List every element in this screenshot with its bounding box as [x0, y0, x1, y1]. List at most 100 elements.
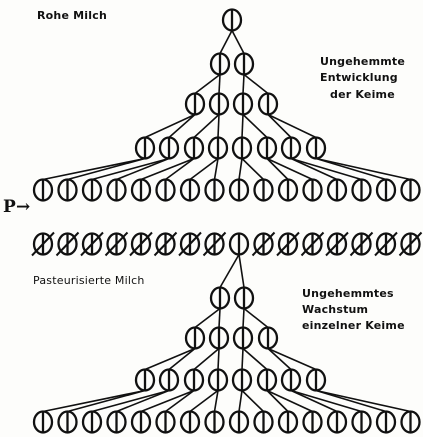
division-line [242, 308, 245, 328]
label-raw-milk: Rohe Milch [37, 9, 107, 22]
bacterium-cell [130, 410, 152, 434]
bacterium-cell [183, 136, 205, 160]
killed-bacterium-cell [104, 231, 129, 257]
bacterium-cell [57, 178, 78, 202]
division-line [42, 157, 146, 181]
killed-bacterium-cell [325, 231, 349, 257]
division-line [42, 389, 146, 413]
bacterium-cell [208, 326, 230, 350]
division-line [144, 347, 196, 371]
bacterium-cell [375, 410, 397, 434]
division-line [116, 157, 170, 181]
bacterium-cell [106, 410, 127, 434]
bacterium-cell [228, 410, 250, 434]
label-uninhibited-growth-1: Ungehemmtes [302, 287, 394, 300]
division-line [116, 389, 170, 413]
division-line [140, 389, 195, 413]
killed-bacterium-cell [374, 231, 398, 257]
bacterium-cell [207, 368, 229, 392]
division-line [242, 74, 245, 94]
division-line [218, 308, 221, 328]
division-line [219, 254, 240, 288]
label-pasteurized-milk: Pasteurisierte Milch [33, 274, 145, 287]
division-line [218, 74, 221, 94]
bacterium-cell [204, 178, 225, 202]
bacterium-cell [233, 52, 255, 76]
bacterium-cell [326, 178, 348, 202]
bacterium-cell [134, 368, 156, 392]
division-line [315, 157, 411, 181]
killed-bacterium-cell [251, 231, 276, 257]
division-line [315, 389, 387, 413]
division-line [165, 157, 195, 181]
division-line [165, 389, 195, 413]
bacterium-cell [183, 368, 205, 392]
bacterium-cell [81, 178, 103, 202]
division-line [189, 389, 219, 413]
bacterium-cell [256, 368, 278, 392]
bacterium-cell [155, 410, 176, 434]
division-line [67, 389, 146, 413]
bacterium-cell [277, 410, 299, 434]
division-line [267, 347, 292, 371]
bacterium-cell [280, 368, 302, 392]
division-line [144, 113, 196, 139]
division-line [219, 30, 233, 54]
division-line [290, 389, 338, 413]
killed-bacterium-cell [153, 231, 178, 257]
division-line [193, 113, 220, 139]
division-line [238, 390, 243, 412]
bacterium-cell [253, 410, 274, 434]
division-line [217, 114, 220, 138]
killed-bacterium-cell [178, 231, 202, 257]
bacterium-cell [209, 286, 231, 310]
bacterium-cell [400, 410, 421, 434]
bacterium-cell [280, 136, 302, 160]
division-line [168, 113, 196, 139]
killed-bacterium-cell [300, 231, 325, 257]
bacterium-cell [158, 136, 180, 160]
division-line [91, 157, 170, 181]
killed-bacterium-cell [276, 231, 300, 257]
bacterium-cell [179, 410, 201, 434]
bacterium-cell [326, 410, 348, 434]
label-uninhibited-development-1: Ungehemmte [320, 55, 406, 68]
bacterium-cell [233, 286, 255, 310]
division-line [241, 157, 265, 181]
bacterium-cell [351, 178, 372, 202]
killed-bacterium-cell [31, 231, 55, 257]
bacterium-cell [155, 178, 176, 202]
division-line [231, 30, 245, 54]
division-line [290, 389, 362, 413]
killed-bacterium-cell [398, 231, 423, 257]
bacterium-cell [256, 136, 278, 160]
division-line [168, 347, 196, 371]
bacterium-cell [158, 368, 180, 392]
label-uninhibited-growth-3: einzelner Keime [302, 319, 405, 332]
bacterium-cell [351, 410, 372, 434]
bacterium-cell [257, 326, 279, 350]
bacterium-cell [231, 368, 253, 392]
division-line [242, 113, 268, 139]
bacterium-cell [302, 178, 323, 202]
division-line [213, 390, 219, 412]
division-line [266, 157, 289, 181]
bacterium-cell [375, 178, 397, 202]
division-line [267, 113, 317, 139]
bacterium-cell [221, 8, 243, 32]
bacterium-cell [57, 410, 78, 434]
label-uninhibited-development-3: der Keime [330, 88, 395, 101]
division-line [241, 114, 244, 138]
killed-bacterium-cell [80, 231, 104, 257]
bacterium-cell [204, 410, 225, 434]
bacterium-cell [232, 326, 254, 350]
pasteurization-marker: P→ [3, 197, 31, 217]
division-line [213, 158, 219, 180]
bacterium-cell [253, 178, 274, 202]
division-line [266, 157, 313, 181]
bacterium-cell [305, 368, 327, 392]
division-line [243, 307, 269, 329]
killed-bacterium-cell [129, 231, 153, 257]
division-line [242, 347, 268, 371]
